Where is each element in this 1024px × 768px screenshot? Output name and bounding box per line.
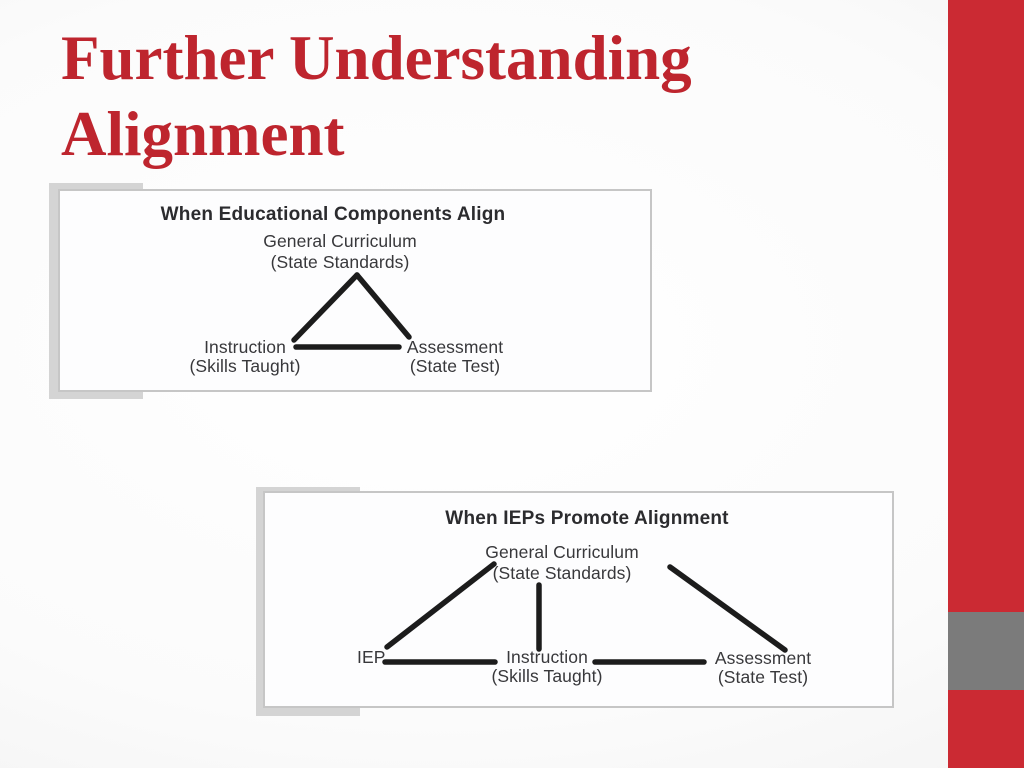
slide-title-line1: Further Understanding (61, 23, 692, 93)
slide-title: Further Understanding Alignment (61, 20, 692, 172)
figure1-node-instruction: Instruction (Skills Taught) (189, 338, 300, 376)
figure2-node-assessment-line1: Assessment (714, 648, 812, 668)
figure1-node-assessment: Assessment (State Test) (407, 338, 503, 376)
figure1-node-general-curriculum: General Curriculum (State Standards) (263, 231, 417, 273)
figure2-node-assessment: Assessment (State Test) (715, 649, 811, 687)
figure1-node-assessment-line2: (State Test) (409, 356, 501, 376)
figure1-node-instruction-line2: (Skills Taught) (189, 356, 301, 376)
figure1-node-general-curriculum-line1: General Curriculum (263, 231, 417, 251)
figure2-node-instruction: Instruction (Skills Taught) (491, 648, 602, 686)
figure2-node-general-curriculum-line1: General Curriculum (485, 542, 639, 562)
figure1-triangle-lines (291, 272, 412, 350)
figure2-node-instruction-line1: Instruction (506, 647, 588, 667)
figure2-node-assessment-line2: (State Test) (717, 667, 809, 687)
figure2-title: When IEPs Promote Alignment (445, 508, 729, 529)
slide-title-line2: Alignment (61, 99, 345, 169)
figure1-node-assessment-line1: Assessment (406, 337, 504, 357)
right-accent-gray-block (948, 612, 1024, 690)
figure1-title: When Educational Components Align (160, 204, 506, 225)
figure2-connector-lines (382, 561, 788, 665)
figure2-node-general-curriculum-line2: (State Standards) (492, 563, 632, 583)
figure1-node-general-curriculum-line2: (State Standards) (270, 252, 410, 272)
figure2-node-general-curriculum: General Curriculum (State Standards) (485, 542, 639, 584)
figure2-ieps-promote-alignment: When IEPs Promote Alignment General Curr… (263, 491, 894, 708)
figure2-node-iep: IEP (357, 647, 386, 667)
figure1-educational-components-align: When Educational Components Align Genera… (58, 189, 652, 392)
figure2-node-instruction-line2: (Skills Taught) (491, 666, 603, 686)
figure1-node-instruction-line1: Instruction (204, 337, 286, 357)
